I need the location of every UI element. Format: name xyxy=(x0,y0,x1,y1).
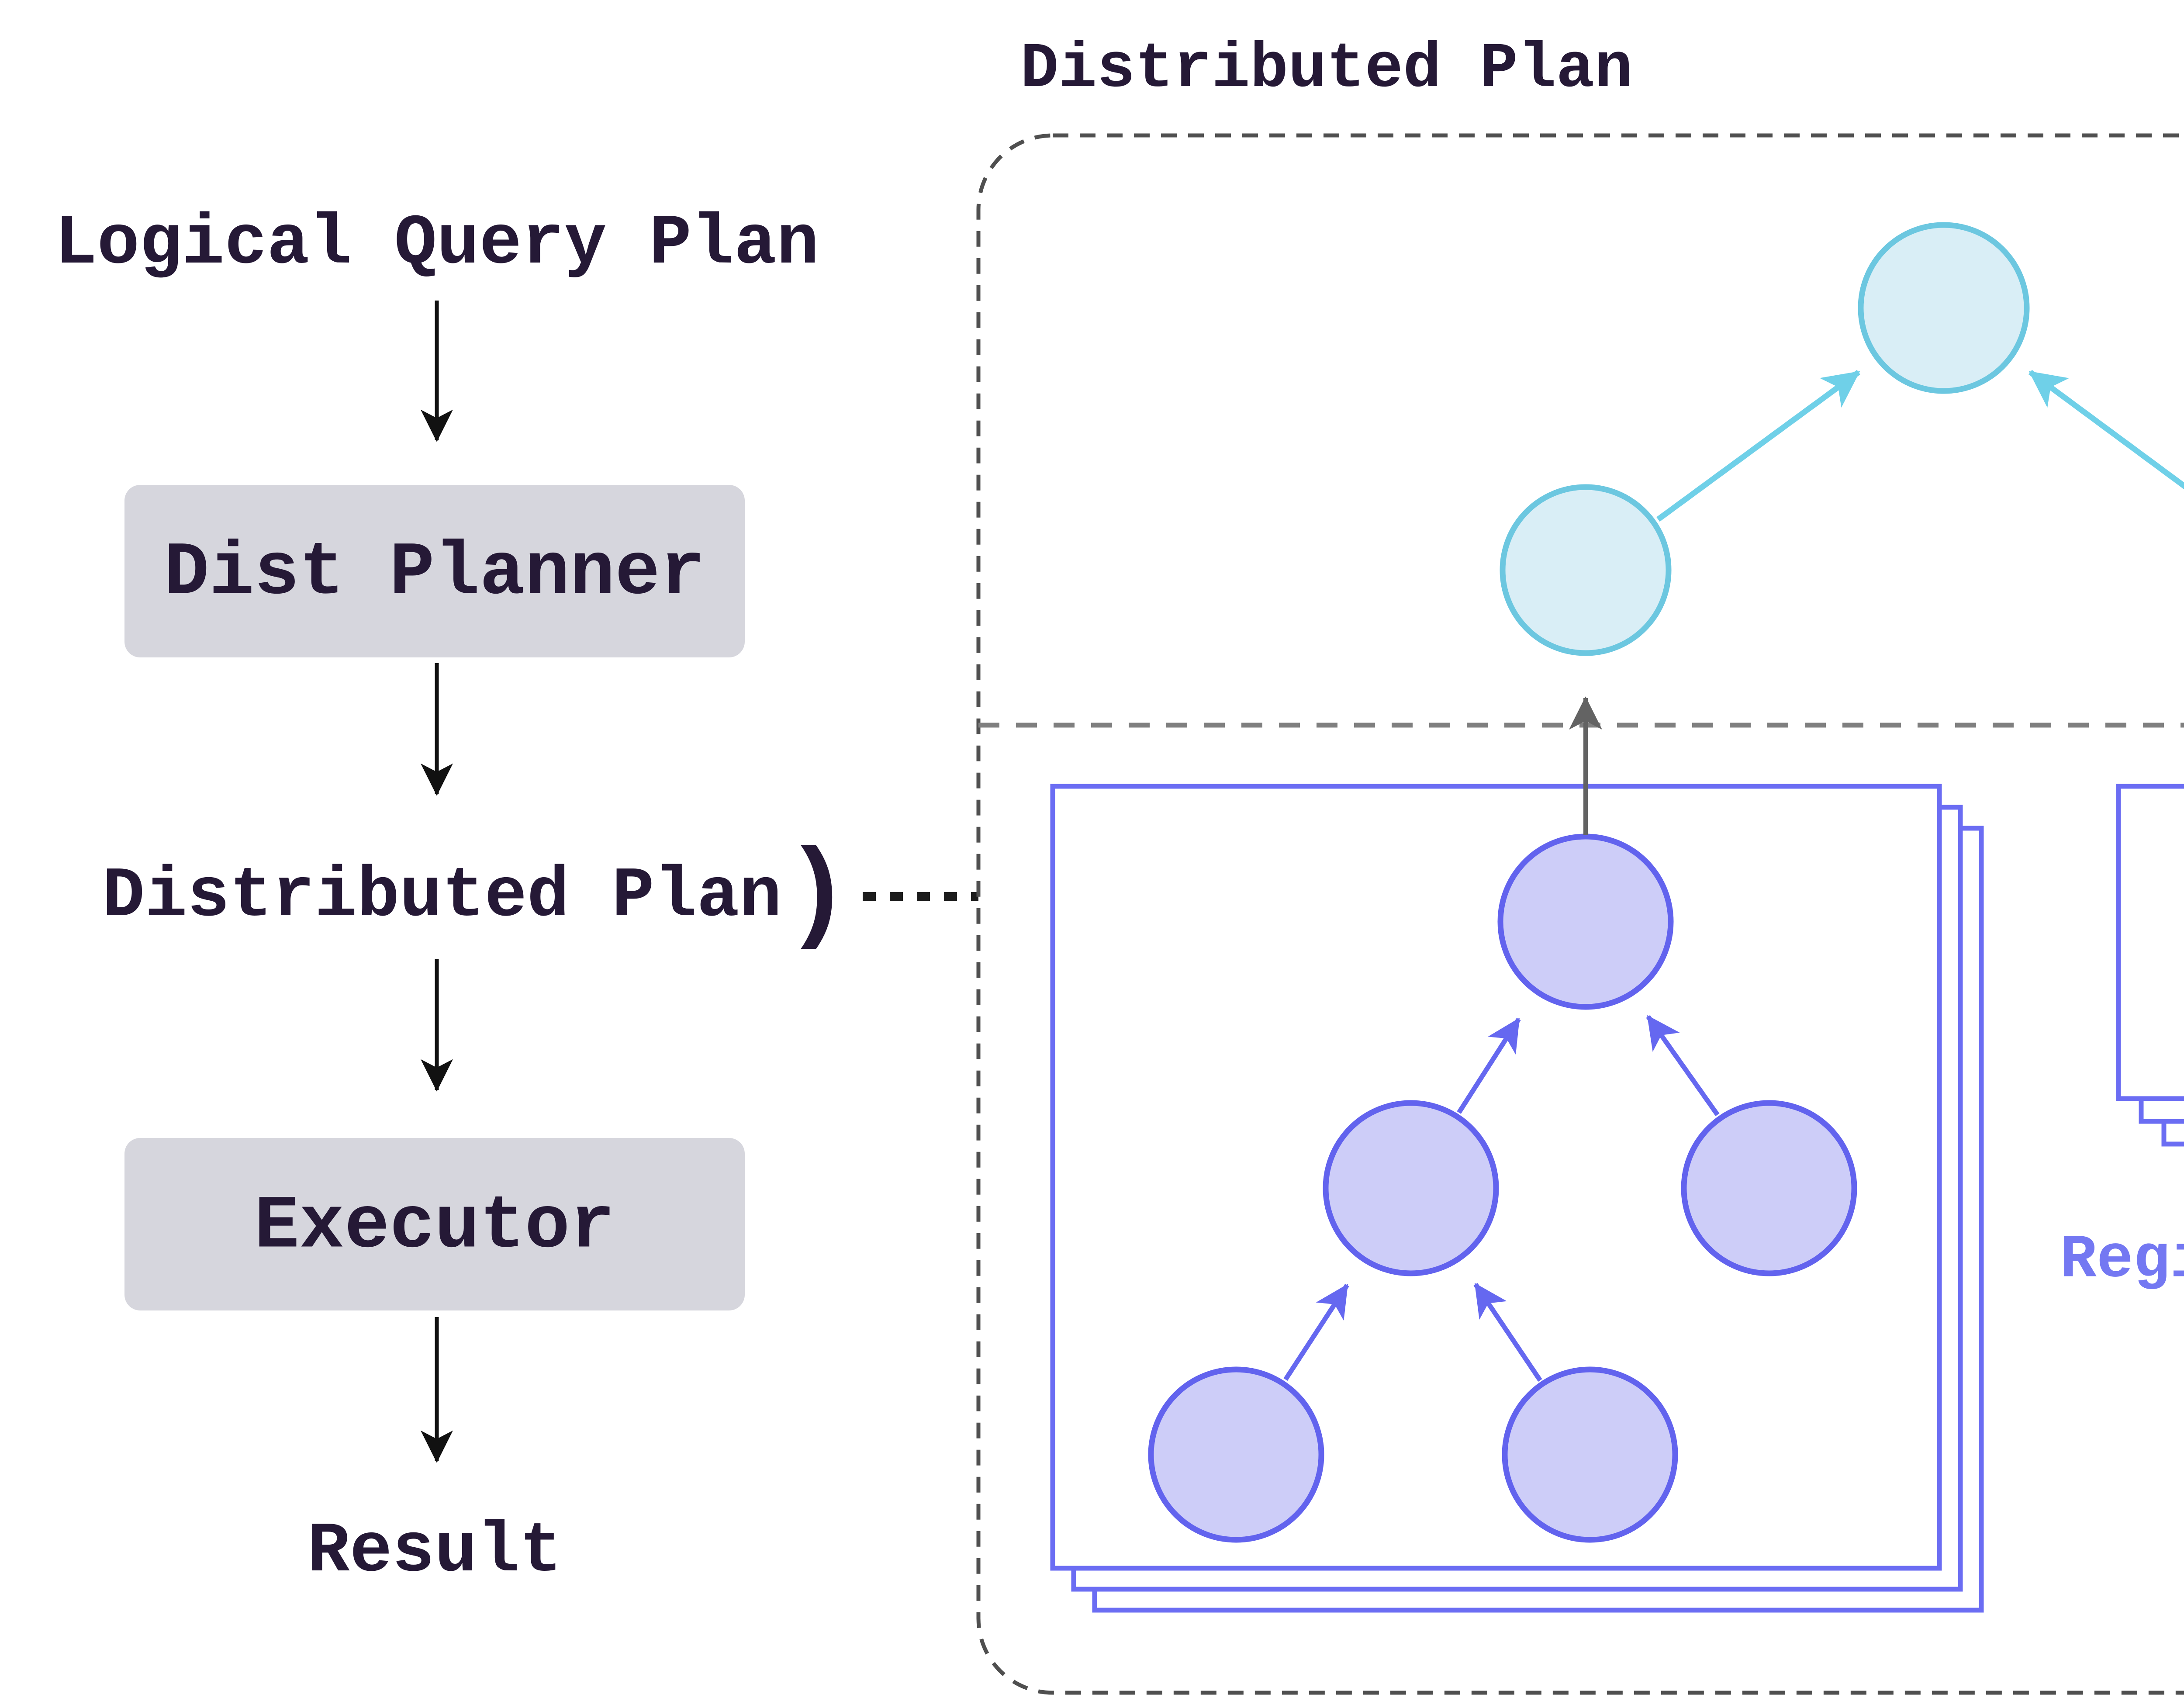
dist-planner-label: Dist Planner xyxy=(164,531,705,616)
purple-edge-midR-root xyxy=(1646,1015,1720,1117)
cyan-edge-right xyxy=(2028,370,2184,490)
result-label: Result xyxy=(307,1511,562,1592)
region-box-right xyxy=(2116,784,2184,1101)
label-logical-query-plan: Logical Query Plan xyxy=(55,204,819,284)
purple-node-mid-left xyxy=(1323,1100,1499,1276)
distributed-plan-container xyxy=(976,133,2184,1695)
cyan-node-left xyxy=(1500,484,1672,656)
cyan-edge-left xyxy=(1656,370,1860,522)
executor-label: Executor xyxy=(254,1184,615,1269)
container-title: Distributed Plan xyxy=(1020,33,1633,105)
purple-node-root-left-region xyxy=(1497,833,1674,1010)
purple-edge-midL-root xyxy=(1457,1017,1521,1114)
purple-edge-leafL-midL xyxy=(1283,1283,1349,1381)
dist-planner-box xyxy=(124,485,745,657)
purple-node-leaf-mid xyxy=(1502,1366,1678,1543)
distributed-plan-label: Distributed Plan xyxy=(102,856,781,937)
regions-label: Regions xyxy=(2060,1226,2184,1295)
purple-edge-leafM-midL xyxy=(1473,1283,1542,1382)
purple-node-mid-right xyxy=(1681,1100,1857,1276)
purple-node-leaf-left xyxy=(1148,1366,1324,1543)
brace-connector: ) xyxy=(784,833,851,960)
executor-box xyxy=(124,1138,745,1310)
cyan-node-root xyxy=(1858,222,2030,394)
